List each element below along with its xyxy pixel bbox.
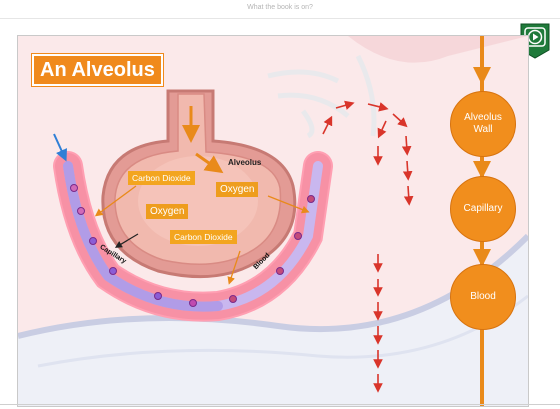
slide-canvas: An Alveolus Alveolus Carbon Dioxide Oxyg…: [17, 35, 529, 407]
flow-node-capillary: Capillary: [450, 176, 516, 242]
bottom-divider: [0, 404, 560, 405]
top-bar: What the book is on?: [0, 0, 560, 19]
page-title: What the book is on?: [247, 4, 313, 11]
carbon-dioxide-label-2: Carbon Dioxide: [170, 230, 237, 244]
slide-title: An Alveolus: [32, 54, 163, 86]
oxygen-label-2: Oxygen: [146, 204, 189, 219]
alveolus-label: Alveolus: [228, 158, 262, 167]
alveolus-diagram: [18, 36, 528, 406]
carbon-dioxide-label: Carbon Dioxide: [128, 171, 195, 185]
oxygen-label: Oxygen: [216, 182, 259, 197]
flow-node-alveolus-wall: Alveolus Wall: [450, 91, 516, 157]
flow-node-blood: Blood: [450, 264, 516, 330]
